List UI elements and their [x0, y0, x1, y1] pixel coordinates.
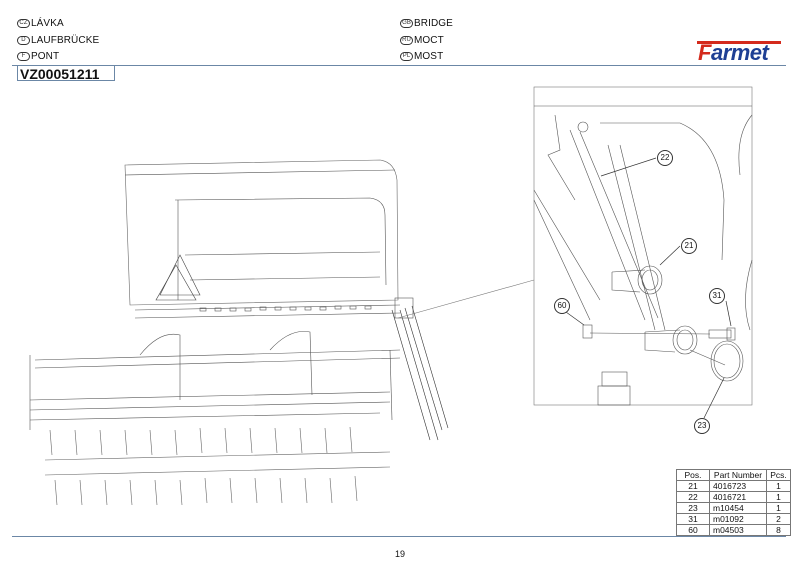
machine-overview [29, 159, 449, 506]
seed-outlets [199, 305, 372, 312]
table-row: 23 m10454 1 [676, 502, 791, 514]
farmet-logo: Farmet [692, 39, 784, 65]
table-row: 60 m04503 8 [676, 524, 791, 536]
detail-leader-line [397, 279, 535, 319]
cell-pos: 22 [676, 491, 710, 503]
cell-pcs: 1 [766, 480, 791, 492]
callout-leaders [565, 157, 732, 419]
callout-31: 31 [709, 288, 725, 304]
cell-part-number: 4016721 [709, 491, 767, 503]
language-code-gb: GB [400, 19, 413, 28]
language-code-cz: CZ [17, 19, 30, 28]
logo-text: Farmet [698, 40, 769, 65]
language-code-d: D [17, 36, 30, 45]
detail-view [533, 105, 753, 406]
title-pl: PL MOST [400, 51, 443, 62]
footer-divider [12, 536, 786, 537]
header-pcs: Pcs. [766, 469, 791, 481]
title-label-ru: MOCT [414, 35, 444, 46]
document-number: VZ00051211 [17, 65, 115, 82]
header-part-number: Part Number [709, 469, 767, 481]
callout-23: 23 [694, 418, 710, 434]
detail-frame [533, 86, 753, 406]
header-pos: Pos. [676, 469, 710, 481]
title-f: F PONT [17, 51, 59, 62]
title-cz: CZ LÁVKA [17, 18, 64, 29]
parts-table: Pos. Part Number Pcs. 21 4016723 1 22 40… [676, 469, 791, 536]
cell-pos: 60 [676, 524, 710, 536]
logo-bar [697, 41, 781, 44]
page-number: 19 [394, 549, 405, 559]
title-ru: RU MOCT [400, 35, 444, 46]
title-d: D LAUFBRÜCKE [17, 35, 99, 46]
cell-pos: 31 [676, 513, 710, 525]
title-gb: GB BRIDGE [400, 18, 453, 29]
cell-part-number: m01092 [709, 513, 767, 525]
language-code-f: F [17, 52, 30, 61]
cell-part-number: m04503 [709, 524, 767, 536]
assembly-drawing [29, 86, 753, 506]
cell-part-number: m10454 [709, 502, 767, 514]
callout-22: 22 [657, 150, 673, 166]
language-code-ru: RU [400, 36, 413, 45]
table-row: 21 4016723 1 [676, 480, 791, 492]
title-label-d: LAUFBRÜCKE [31, 35, 100, 46]
title-label-f: PONT [31, 51, 60, 62]
title-label-pl: MOST [414, 51, 444, 62]
parts-table-header: Pos. Part Number Pcs. [676, 469, 791, 481]
header-divider [12, 65, 786, 66]
cell-pcs: 2 [766, 513, 791, 525]
title-label-cz: LÁVKA [31, 18, 64, 29]
title-label-gb: BRIDGE [414, 18, 453, 29]
cell-pos: 21 [676, 480, 710, 492]
language-code-pl: PL [400, 52, 413, 61]
table-row: 31 m01092 2 [676, 513, 791, 525]
callout-60: 60 [554, 298, 570, 314]
cell-pcs: 1 [766, 502, 791, 514]
table-row: 22 4016721 1 [676, 491, 791, 503]
cell-pos: 23 [676, 502, 710, 514]
cell-pcs: 1 [766, 491, 791, 503]
callout-21: 21 [681, 238, 697, 254]
cell-pcs: 8 [766, 524, 791, 536]
cell-part-number: 4016723 [709, 480, 767, 492]
